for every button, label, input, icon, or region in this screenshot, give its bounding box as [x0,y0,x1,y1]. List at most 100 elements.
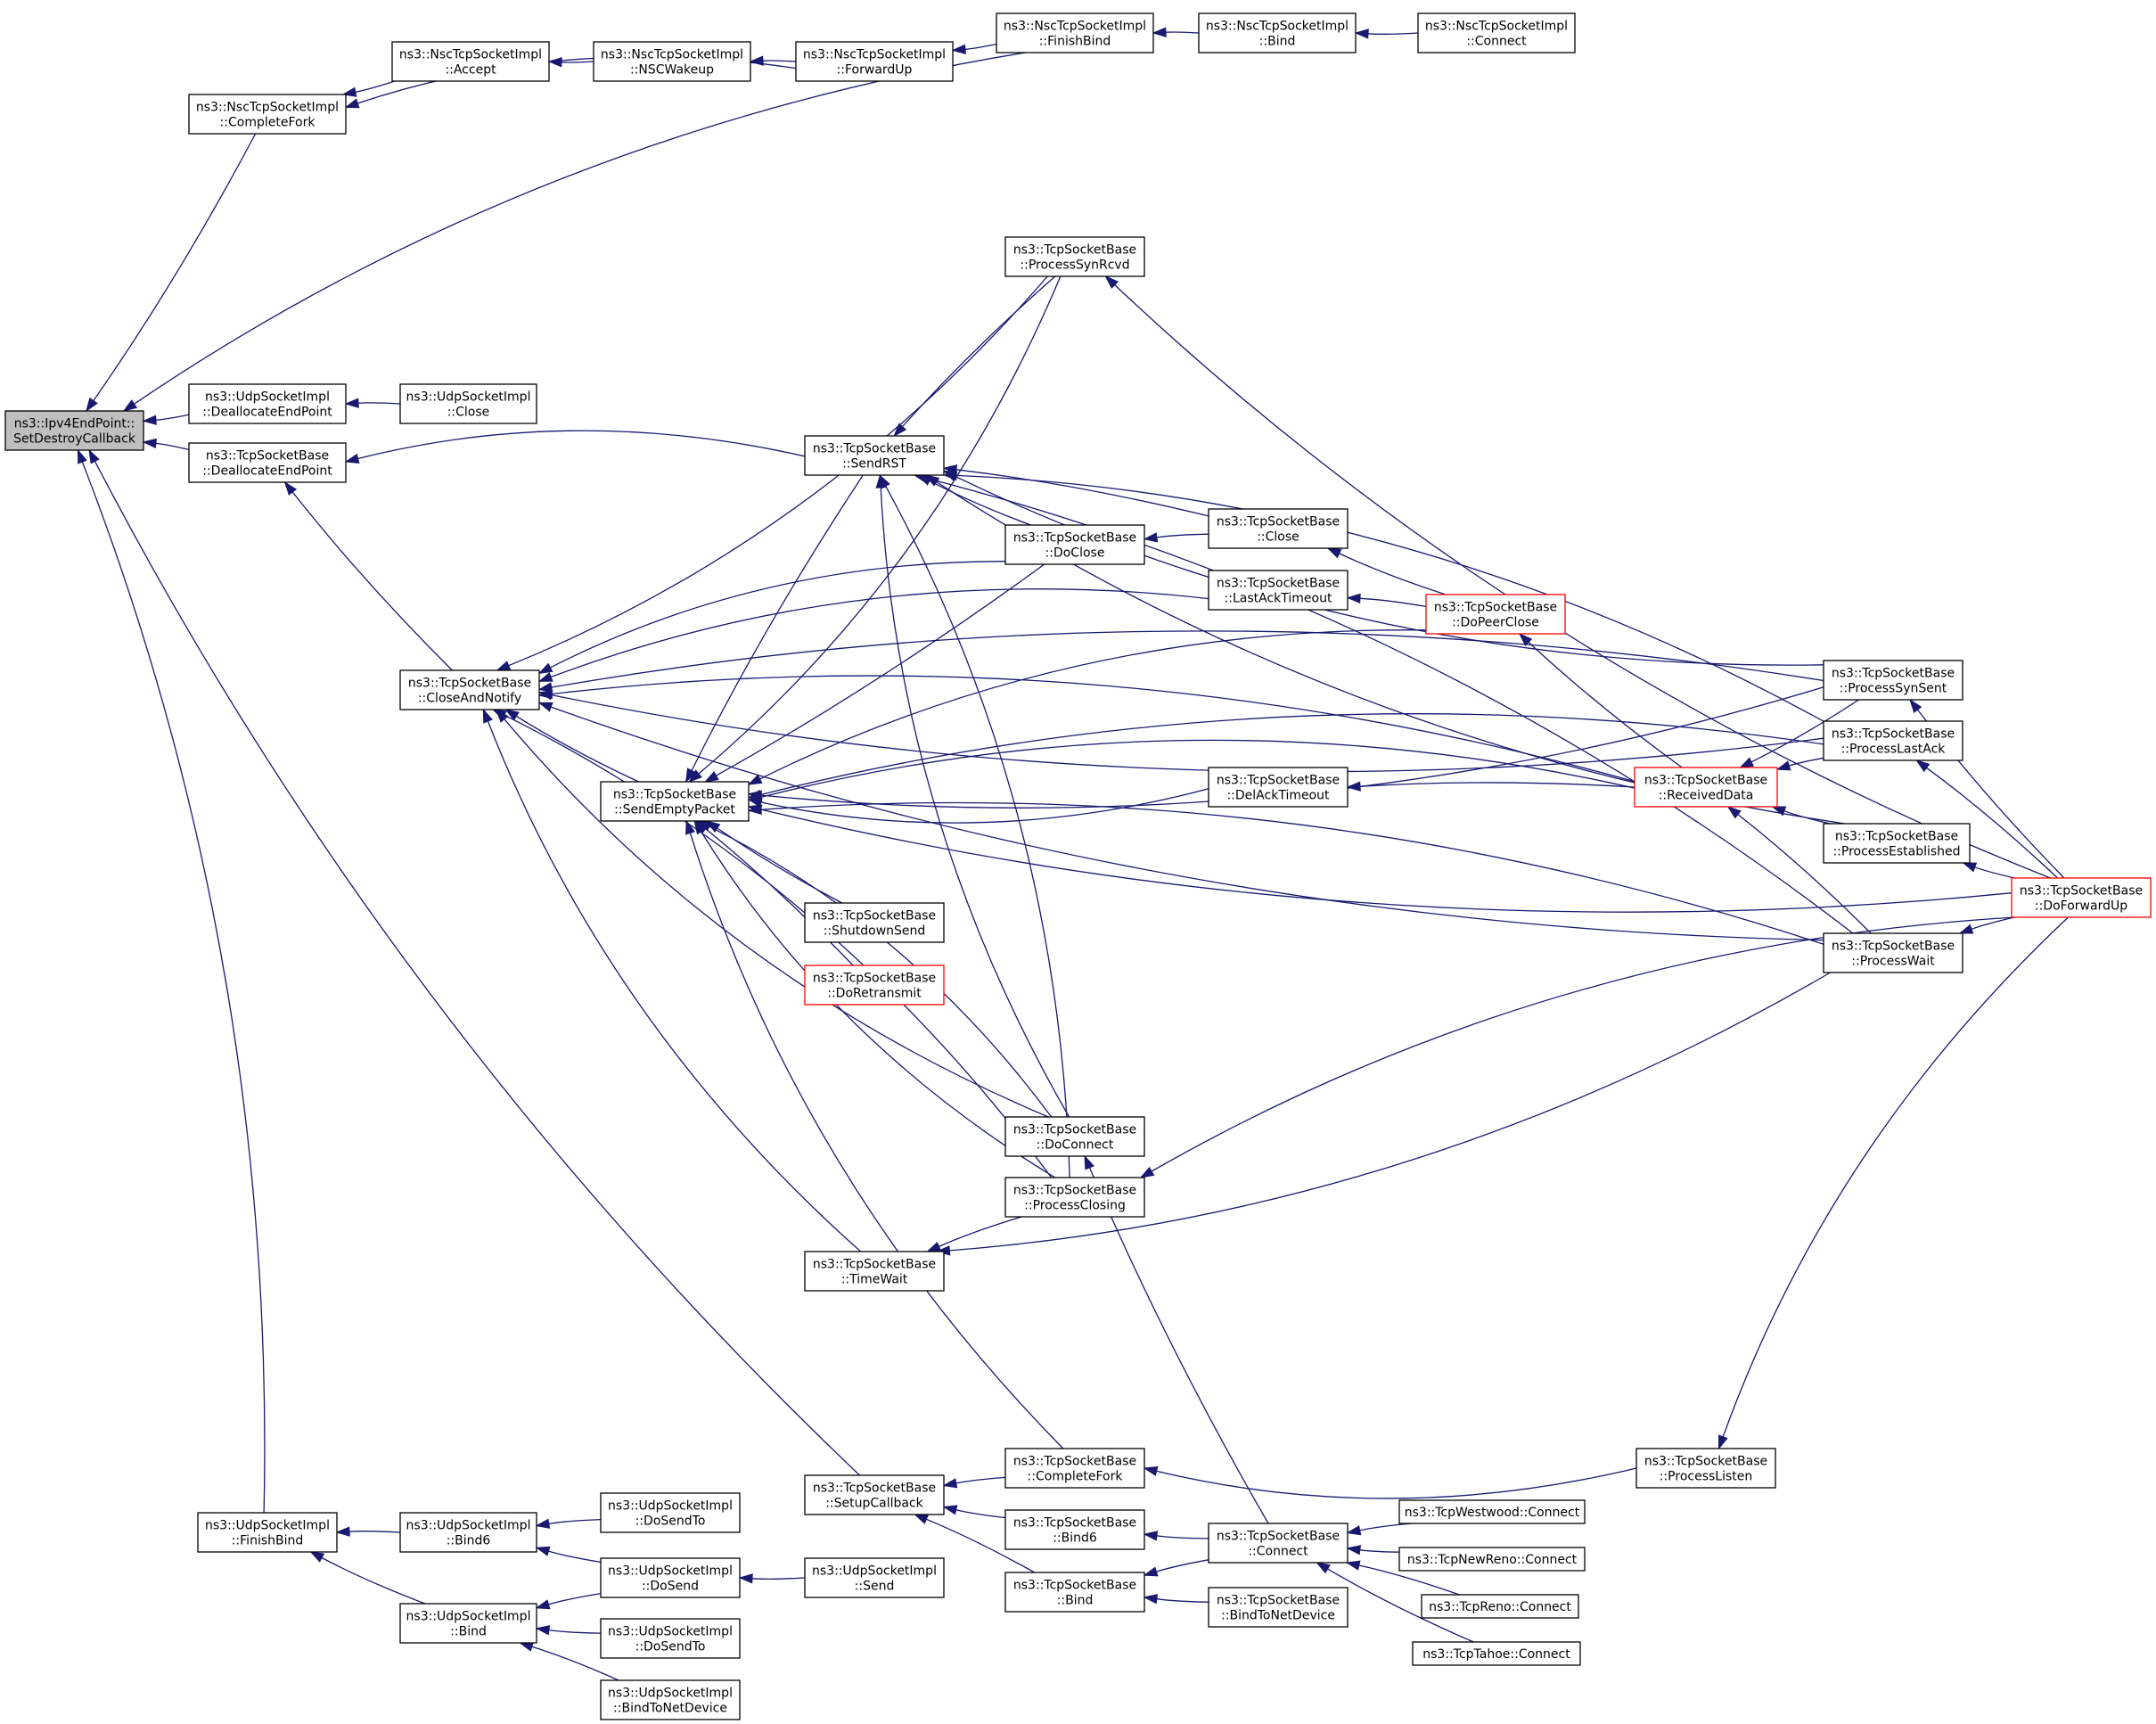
node-label-line: ns3::TcpSocketBase [1835,830,1958,844]
node-box [1208,767,1349,808]
call-edge-tcp_processclosing-to-tcp_sendemptypacket [693,819,1056,1178]
node-nsc-completefork[interactable]: ns3::NscTcpSocketImpl::CompleteFork [188,94,347,135]
node-label-line: ns3::UdpSocketImpl [608,1499,733,1514]
node-udp-bind[interactable]: ns3::UdpSocketImpl::Bind [399,1603,537,1644]
node-tcp-sendemptypacket[interactable]: ns3::TcpSocketBase::SendEmptyPacket [600,781,750,822]
node-tcp-doclose[interactable]: ns3::TcpSocketBase::DoClose [1004,524,1145,565]
node-label-line: ns3::UdpSocketImpl [406,1519,531,1533]
call-edge-nsc_connect-to-nsc_bind [1354,29,1419,39]
node-tcp-receiveddata[interactable]: ns3::TcpSocketBase::ReceivedData [1634,767,1778,808]
node-label-line: ns3::TcpWestwood::Connect [1405,1506,1580,1520]
arrowhead-icon [1739,757,1755,768]
node-tcp-doconnect[interactable]: ns3::TcpSocketBase::DoConnect [1004,1116,1145,1157]
node-nsc-accept[interactable]: ns3::NscTcpSocketImpl::Accept [391,41,550,82]
call-edge-udp_bind-to-udp_finishbind [309,1551,426,1605]
node-tcp-deallocate[interactable]: ns3::TcpSocketBase::DeallocateEndPoint [188,442,347,483]
node-reno-connect[interactable]: ns3::TcpReno::Connect [1421,1594,1579,1619]
node-box [804,965,945,1006]
call-edge-nsc_finishbind-to-nsc_forwardup [951,43,997,54]
node-tcp-bindtonetdevice[interactable]: ns3::TcpSocketBase::BindToNetDevice [1208,1587,1349,1628]
node-label-line: ns3::TcpSocketBase [1217,774,1340,788]
node-tcp-processlisten[interactable]: ns3::TcpSocketBase::ProcessListen [1635,1448,1776,1489]
call-edge-tcp_doclose-to-tcp_sendemptypacket [703,563,1045,783]
node-tcp-processsynsent[interactable]: ns3::TcpSocketBase::ProcessSynSent [1823,660,1963,701]
node-udp-finishbind[interactable]: ns3::UdpSocketImpl::FinishBind [197,1512,338,1553]
node-tcp-processclosing[interactable]: ns3::TcpSocketBase::ProcessClosing [1004,1177,1145,1218]
node-tcp-shutdownsend[interactable]: ns3::TcpSocketBase::ShutdownSend [804,902,945,943]
node-tcp-bind6[interactable]: ns3::TcpSocketBase::Bind6 [1004,1509,1145,1550]
node-nsc-connect[interactable]: ns3::NscTcpSocketImpl::Connect [1417,12,1576,53]
node-udp-bind6[interactable]: ns3::UdpSocketImpl::Bind6 [399,1512,537,1553]
call-edge-tcp_sendemptypacket-to-tcp_closeandnotify [504,709,639,783]
node-label-line: ::ProcessClosing [1024,1199,1126,1213]
call-edge-line [504,714,1053,1178]
arrowhead-icon [482,708,493,724]
node-nsc-bind[interactable]: ns3::NscTcpSocketImpl::Bind [1198,12,1357,53]
node-tcp-closeandnotify[interactable]: ns3::TcpSocketBase::CloseAndNotify [399,669,540,710]
node-udp-send[interactable]: ns3::UdpSocketImpl::Send [804,1557,945,1598]
call-edge-line [548,1550,602,1564]
node-udp-deallocate[interactable]: ns3::UdpSocketImpl::DeallocateEndPoint [188,383,347,424]
arrowhead-icon [1345,1560,1361,1571]
node-udp-dosendto-b[interactable]: ns3::UdpSocketImpl::DoSendTo [600,1618,741,1659]
node-tcp-processwait[interactable]: ns3::TcpSocketBase::ProcessWait [1823,932,1963,973]
node-udp-dosend[interactable]: ns3::UdpSocketImpl::DoSend [600,1557,741,1598]
node-tcp-lastacktimeout[interactable]: ns3::TcpSocketBase::LastAckTimeout [1208,570,1349,611]
node-box [2011,877,2152,918]
node-label-line: ns3::TcpSocketBase [1217,515,1340,530]
call-edge-line [551,630,1824,688]
node-tahoe-connect[interactable]: ns3::TcpTahoe::Connect [1412,1641,1581,1666]
node-label-line: ns3::TcpSocketBase [1013,1184,1136,1198]
call-edge-tcp_processestablished-to-tcp_receiveddata [1771,806,1831,825]
call-edge-line [508,275,1048,667]
node-udp-dosendto-a[interactable]: ns3::UdpSocketImpl::DoSendTo [600,1492,741,1533]
node-tcp-connect[interactable]: ns3::TcpSocketBase::Connect [1208,1523,1349,1564]
node-nsc-nscwakeup[interactable]: ns3::NscTcpSocketImpl::NSCWakeup [593,41,751,82]
call-edge-line [964,43,997,50]
node-tcp-close[interactable]: ns3::TcpSocketBase::Close [1208,508,1349,549]
call-edge-line [321,1556,426,1605]
node-tcp-processlastack[interactable]: ns3::TcpSocketBase::ProcessLastAck [1823,720,1963,761]
node-nsc-finishbind[interactable]: ns3::NscTcpSocketImpl::FinishBind [996,12,1154,53]
node-root[interactable]: ns3::Ipv4EndPoint::SetDestroyCallback [4,410,144,451]
node-tcp-doretransmit[interactable]: ns3::TcpSocketBase::DoRetransmit [804,965,945,1006]
node-box [1004,1509,1145,1550]
arrowhead-icon [1143,1465,1159,1476]
node-label-line: ns3::TcpSocketBase [1832,727,1955,742]
node-label-line: ns3::UdpSocketImpl [608,1687,733,1701]
call-edge-tcp_connect-to-tcp_bind [1143,1559,1209,1577]
call-edge-line [762,60,797,62]
node-tcp-bind[interactable]: ns3::TcpSocketBase::Bind [1004,1572,1145,1613]
arrowhead-icon [283,480,298,496]
arrowhead-icon [537,671,553,682]
node-udp-bindtonetdevice[interactable]: ns3::UdpSocketImpl::BindToNetDevice [600,1679,741,1720]
arrowhead-icon [693,819,706,835]
node-udp-close[interactable]: ns3::UdpSocketImpl::Close [399,383,537,424]
call-edge-tcp_processsynsent-to-tcp_receiveddata [1739,699,1859,768]
call-edge-line [155,442,190,451]
node-tcp-processestablished[interactable]: ns3::TcpSocketBase::ProcessEstablished [1823,823,1971,864]
node-newreno-connect[interactable]: ns3::TcpNewReno::Connect [1398,1547,1586,1572]
node-tcp-sendrst[interactable]: ns3::TcpSocketBase::SendRST [804,435,945,476]
node-tcp-timewait[interactable]: ns3::TcpSocketBase::TimeWait [804,1251,945,1292]
arrowhead-icon [344,398,359,408]
node-tcp-setupcallback[interactable]: ns3::TcpSocketBase::SetupCallback [804,1474,945,1515]
node-tcp-doforwardup[interactable]: ns3::TcpSocketBase::DoForwardUp [2011,877,2152,918]
node-westwood-connect[interactable]: ns3::TcpWestwood::Connect [1398,1499,1586,1524]
node-label-line: ::SetupCallback [825,1497,923,1511]
node-label-line: ns3::TcpSocketBase [1832,667,1955,681]
arrowhead-icon [926,1241,942,1252]
node-box [795,41,954,82]
node-label-line: ::SendRST [842,457,906,472]
node-tcp-dopeerclose[interactable]: ns3::TcpSocketBase::DoPeerClose [1425,594,1566,635]
call-edge-line [1926,767,2059,879]
node-nsc-forwardup[interactable]: ns3::NscTcpSocketImpl::ForwardUp [795,41,954,82]
node-tcp-completefork[interactable]: ns3::TcpSocketBase::CompleteFork [1004,1448,1145,1489]
node-box [804,1557,945,1598]
call-edge-line [155,414,190,421]
node-tcp-delacktimeout[interactable]: ns3::TcpSocketBase::DelAckTimeout [1208,767,1349,808]
node-box [600,781,750,822]
node-tcp-processsynrcvd[interactable]: ns3::TcpSocketBase::ProcessSynRcvd [1004,236,1145,277]
call-edge-tcp_processsynrcvd-to-tcp_closeandnotify [496,275,1048,671]
call-edge-tcp_processlastack-to-tcp_receiveddata [1775,757,1824,771]
